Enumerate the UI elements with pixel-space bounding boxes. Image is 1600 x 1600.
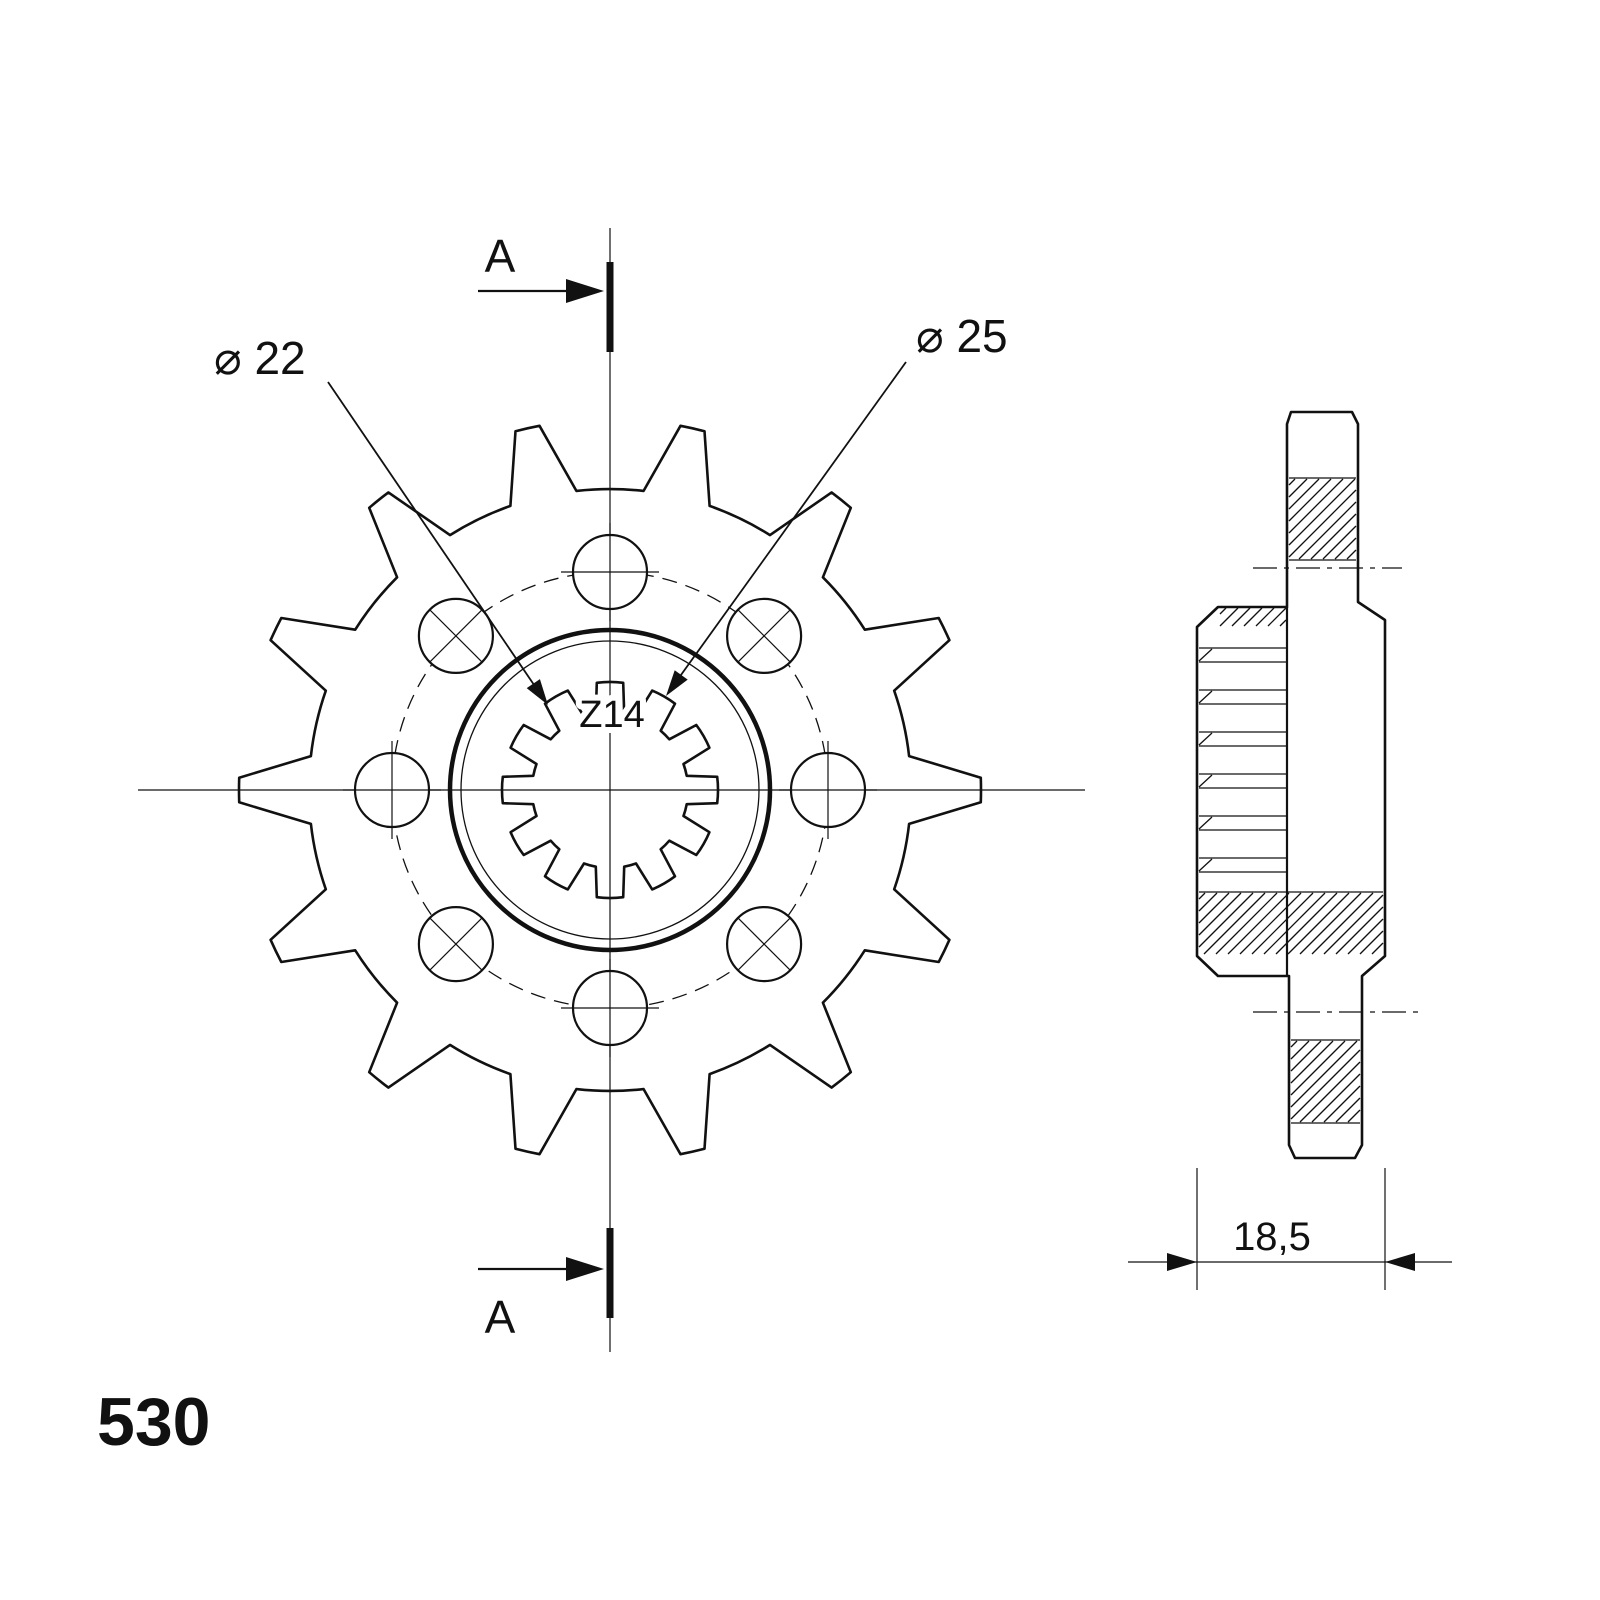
- hatch-line: [1219, 607, 1239, 627]
- hatch-line: [1287, 892, 1350, 955]
- hatch-line: [1288, 478, 1344, 534]
- hatch-line: [1311, 892, 1374, 955]
- bore-diameter-label: ⌀ 22: [214, 332, 306, 384]
- hatch-line: [1290, 1040, 1346, 1096]
- hatch-line: [1288, 478, 1320, 510]
- hatch-line: [1290, 1049, 1361, 1120]
- hatch-line: [1288, 478, 1308, 498]
- hatch-line: [1298, 501, 1357, 560]
- hole-x-mark: [737, 917, 791, 971]
- spline-diameter-label: ⌀ 25: [916, 310, 1008, 362]
- hatch-line: [1323, 894, 1384, 955]
- hatch-line: [1231, 607, 1251, 627]
- hatch-line: [1239, 892, 1302, 955]
- hatch-line: [1347, 1109, 1361, 1123]
- spline-groove-chamfer: [1198, 858, 1213, 872]
- hatch-line: [1290, 1040, 1322, 1072]
- spline-section-grooves: [1198, 647, 1286, 873]
- section-mark-top: A: [478, 230, 614, 352]
- hatch-line: [1299, 1061, 1361, 1123]
- hatch-line: [1198, 892, 1242, 936]
- hub-width-label: 18,5: [1233, 1215, 1311, 1259]
- hatch-line: [1290, 1040, 1358, 1108]
- hub-boss-circle: [447, 627, 773, 953]
- hole-x-mark: [429, 609, 483, 663]
- hatch-line: [1322, 525, 1357, 560]
- hatch-line: [1198, 892, 1218, 912]
- hatch-line: [1227, 892, 1290, 955]
- chain-pitch-label: 530: [97, 1384, 210, 1460]
- hatch-line: [1263, 892, 1326, 955]
- section-outline: [1195, 410, 1387, 1160]
- spline-groove-chamfer: [1198, 690, 1213, 704]
- hatch-line: [1347, 918, 1384, 955]
- section-arrowhead-icon: [566, 1257, 604, 1281]
- dimension-arrowhead-icon: [1167, 1253, 1197, 1271]
- hole-x-mark: [737, 609, 791, 663]
- hatch-line: [1310, 513, 1357, 560]
- hatch-line: [1255, 607, 1275, 627]
- section-mark-bottom: A: [478, 1228, 614, 1343]
- dimension-arrowhead-icon: [1385, 1253, 1415, 1271]
- hatch-line: [1288, 478, 1296, 486]
- width-dimension: 18,5: [1128, 1168, 1452, 1290]
- section-hatching: [1198, 478, 1384, 1123]
- leader-bore-diameter: ⌀ 22: [214, 332, 548, 705]
- hatch-line: [1198, 892, 1230, 924]
- hub-chamfer-circle: [460, 640, 760, 940]
- hatch-line: [1335, 906, 1384, 955]
- front-view: ⌀ 22 ⌀ 25 A A Z14: [138, 228, 1085, 1352]
- hatch-line: [1359, 930, 1384, 955]
- hatch-line: [1288, 478, 1332, 522]
- hatch-line: [1299, 892, 1362, 955]
- hatch-line: [1203, 892, 1266, 955]
- sprocket-teeth-outline: [237, 424, 983, 1156]
- spline-groove-chamfer: [1198, 816, 1213, 830]
- hatch-line: [1279, 619, 1287, 627]
- leader-arrowhead-icon: [666, 670, 688, 696]
- side-view: 18,5: [1128, 410, 1452, 1290]
- hatch-line: [1219, 607, 1227, 615]
- hatch-line: [1290, 1040, 1334, 1084]
- hatch-line: [1323, 1085, 1361, 1123]
- hatch-line: [1275, 892, 1338, 955]
- section-arrowhead-icon: [566, 279, 604, 303]
- tooth-count-label: Z14: [579, 694, 644, 736]
- spline-groove-chamfer: [1198, 774, 1213, 788]
- hatch-line: [1198, 892, 1254, 948]
- section-label-top: A: [485, 230, 516, 282]
- hatch-line: [1311, 1073, 1361, 1123]
- hatch-line: [1288, 489, 1357, 558]
- hole-x-mark: [429, 917, 483, 971]
- leader-arrowhead-icon: [526, 679, 548, 705]
- hatch-line: [1290, 1040, 1310, 1060]
- hatch-line: [1251, 892, 1314, 955]
- spline-groove-chamfer: [1198, 648, 1213, 662]
- hatch-line: [1334, 537, 1357, 560]
- leader-spline-diameter: ⌀ 25: [666, 310, 1008, 696]
- hatch-line: [1267, 607, 1287, 627]
- hatch-line: [1243, 607, 1263, 627]
- spline-bore-profile: [500, 680, 720, 900]
- spline-groove-chamfer: [1198, 732, 1213, 746]
- leader-line: [327, 381, 546, 702]
- lightening-holes: [343, 523, 877, 1057]
- hatch-line: [1198, 892, 1206, 900]
- hatch-line: [1346, 549, 1357, 560]
- hatch-line: [1335, 1097, 1361, 1123]
- leader-line: [667, 361, 907, 694]
- hatch-line: [1290, 1040, 1298, 1048]
- hatch-line: [1371, 942, 1384, 955]
- hatch-line: [1288, 478, 1356, 546]
- hatch-line: [1215, 892, 1278, 955]
- section-label-bottom: A: [485, 1291, 516, 1343]
